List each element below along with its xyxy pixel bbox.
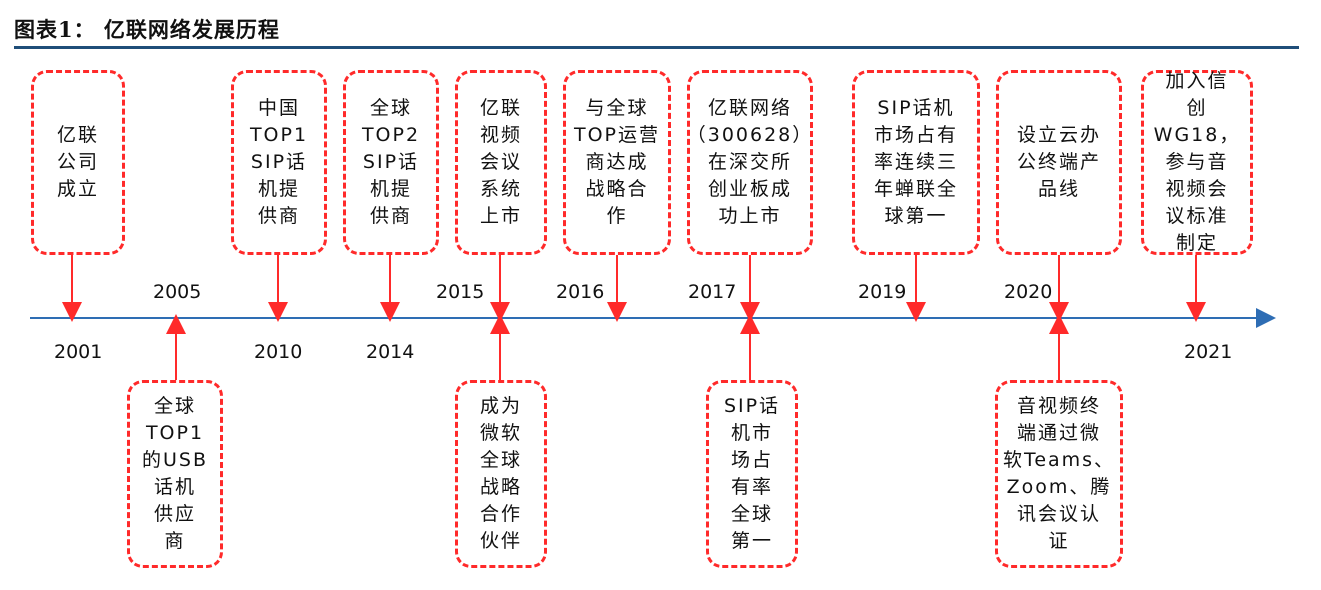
event-box-top-2017: 亿联网络 （300628） 在深交所 创业板成 功上市 [687, 70, 813, 255]
event-box-top-2016: 与全球 TOP运营 商达成 战略合 作 [563, 70, 671, 255]
year-label-2020: 2020 [1004, 281, 1053, 303]
event-box-top-2020: 设立云办 公终端产 品线 [996, 70, 1122, 255]
event-box-bottom-2017: SIP话 机市 场占 有率 全球 第一 [706, 380, 798, 568]
year-label-2001: 2001 [54, 341, 103, 363]
title-rule [14, 46, 1299, 49]
year-label-2015: 2015 [436, 281, 485, 303]
event-box-top-2021: 加入信 创WG18， 参与音 视频会 议标准 制定 [1141, 70, 1253, 255]
year-label-2010: 2010 [254, 341, 303, 363]
year-label-2014: 2014 [366, 341, 415, 363]
event-box-bottom-2005: 全球 TOP1 的USB 话机 供应 商 [127, 380, 223, 568]
event-box-bottom-2015: 成为 微软 全球 战略 合作 伙伴 [455, 380, 547, 568]
year-label-2005: 2005 [153, 281, 202, 303]
event-box-top-2010: 中国 TOP1 SIP话 机提 供商 [231, 70, 327, 255]
figure-title: 图表1： 亿联网络发展历程 [14, 17, 280, 42]
year-label-2017: 2017 [688, 281, 737, 303]
event-box-top-2001: 亿联 公司 成立 [31, 70, 125, 255]
year-label-2016: 2016 [556, 281, 605, 303]
event-box-bottom-2020: 音视频终 端通过微 软Teams、 Zoom、腾 讯会议认 证 [995, 380, 1123, 568]
connectors [62, 255, 1206, 380]
event-box-top-2015: 亿联 视频 会议 系统 上市 [455, 70, 547, 255]
year-label-2021: 2021 [1184, 341, 1233, 363]
year-label-2019: 2019 [858, 281, 907, 303]
event-box-top-2014: 全球 TOP2 SIP话 机提 供商 [343, 70, 439, 255]
event-box-top-2019: SIP话机 市场占有 率连续三 年蝉联全 球第一 [852, 70, 980, 255]
